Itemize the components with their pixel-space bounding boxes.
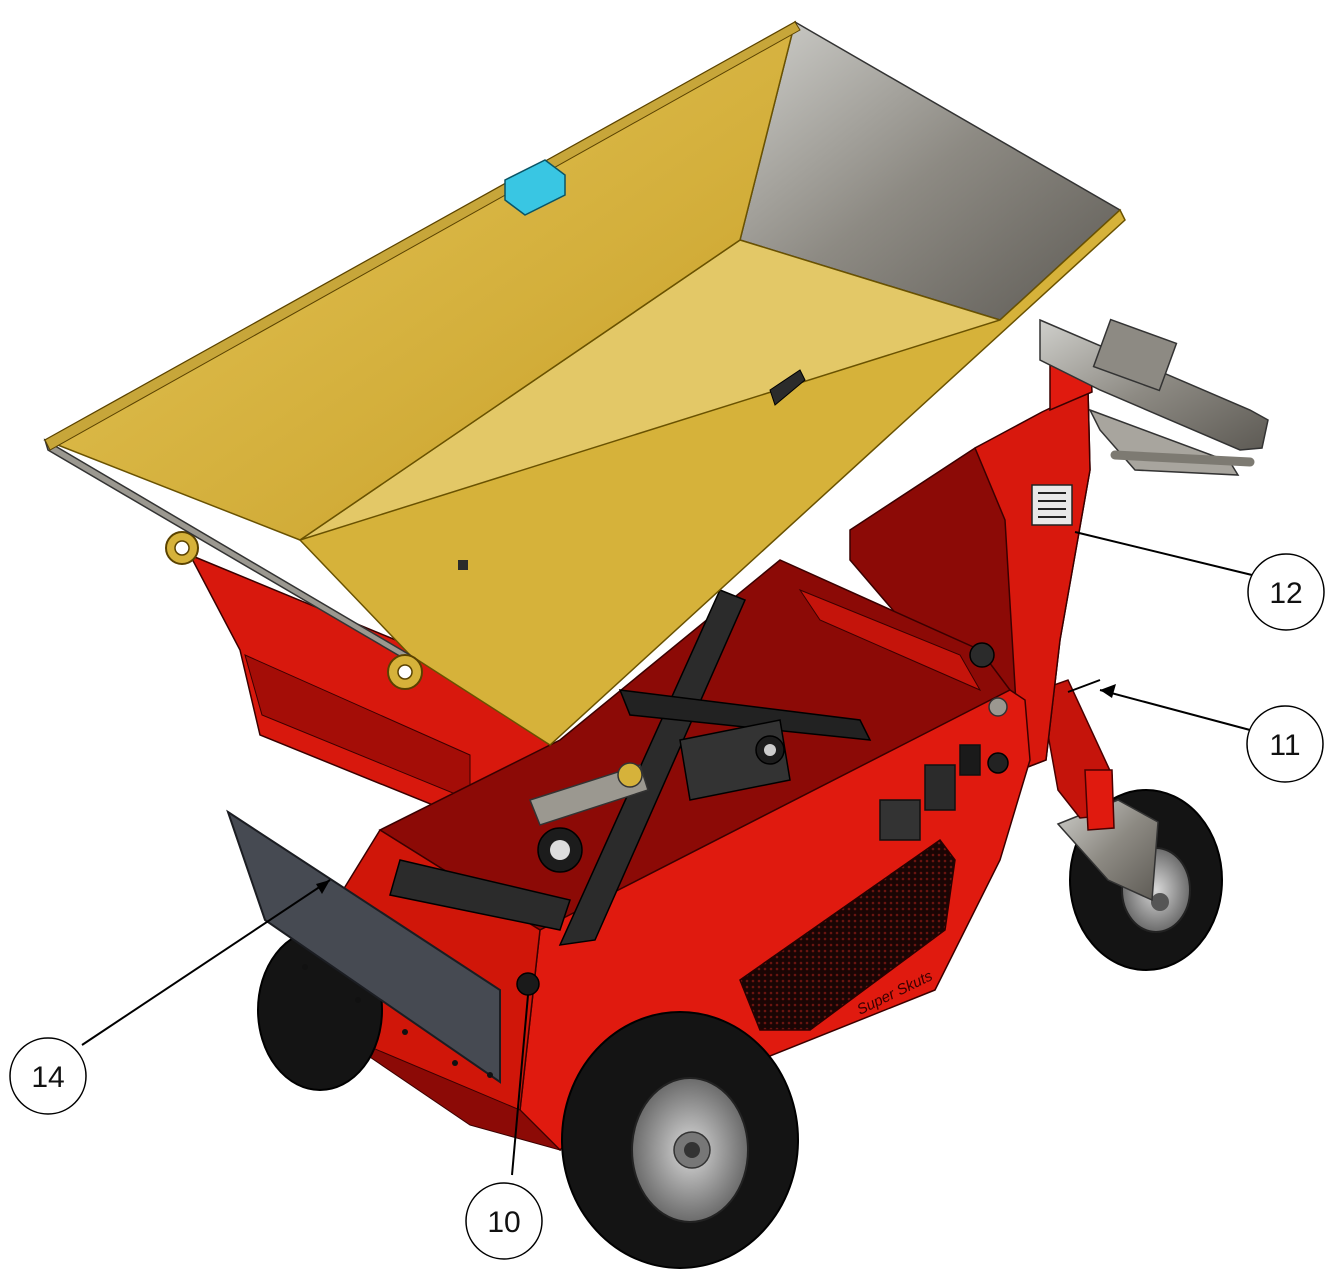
callout-label-10: 10 bbox=[487, 1206, 520, 1239]
arrowhead-11 bbox=[1100, 684, 1116, 698]
hopper-bin bbox=[43, 20, 1126, 746]
handlebar bbox=[1039, 318, 1269, 476]
callout-10: 10 bbox=[465, 1182, 543, 1260]
leader-line-11 bbox=[1099, 689, 1251, 731]
leader-line-14 bbox=[81, 879, 331, 1046]
rear-leg bbox=[1039, 679, 1115, 831]
rear-caster-wheel bbox=[1056, 789, 1223, 971]
callout-14: 14 bbox=[9, 1037, 87, 1115]
scissor-lift bbox=[389, 589, 872, 946]
callout-label-11: 11 bbox=[1269, 729, 1300, 762]
front-right-wheel bbox=[561, 1011, 799, 1269]
leader-line-10 bbox=[511, 994, 529, 1176]
leader-line-12 bbox=[1074, 531, 1253, 576]
front-skirt-plate bbox=[226, 809, 540, 1084]
callout-11: 11 bbox=[1246, 705, 1324, 783]
callout-label-14: 14 bbox=[31, 1061, 64, 1094]
leader-marker-11 bbox=[1067, 679, 1101, 693]
callout-12: 12 bbox=[1247, 553, 1325, 631]
lift-tower bbox=[849, 338, 1093, 772]
arrowhead-14 bbox=[316, 880, 330, 894]
callout-label-12: 12 bbox=[1269, 577, 1302, 610]
leader-lines bbox=[81, 531, 1253, 1176]
